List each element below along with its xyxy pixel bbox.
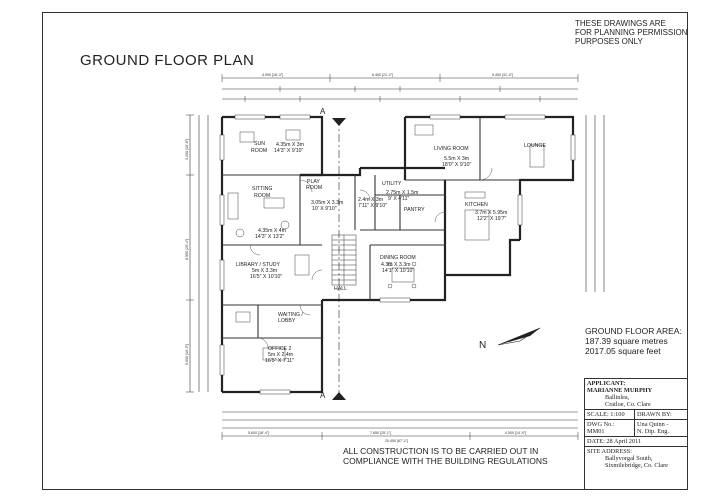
dim-bottom: 4.500 [14'-9"] [505,431,526,435]
drawing-sheet-border [42,12,688,490]
area-imperial: 2017.05 square feet [585,346,661,356]
floor-area: GROUND FLOOR AREA: 187.39 square metres … [585,326,682,356]
applicant-name: MARIANNE MURPHY [587,387,653,394]
sitting-room-size-imp: 14'3" X 13'2" [255,234,284,240]
toilet-size: 2.4m X 3m [358,197,383,203]
site-address-label: SITE ADDRESS: [587,448,632,455]
drawn-by-label: DRAWN BY: [637,411,672,418]
pantry-label: PANTRY [404,207,425,213]
dim-left: 5.000 [16'-5"] [185,344,189,365]
staircase [331,234,357,286]
applicant-address-1: Ballinlea, [605,394,630,401]
applicant-label: APPLICANT: [587,380,626,387]
dining-room-size: 4.3m X 3.3m [381,262,410,268]
dim-left: 8.950 [29'-4"] [185,239,189,260]
hall-label: HALL [334,286,347,292]
wall [222,115,324,177]
living-room-label: LIVING ROOM [434,146,469,152]
utility-size: 2.75m X 1.5m [386,190,418,196]
dim-bottom: 7.650 [25'-1"] [370,431,391,435]
date: DATE: 28 April 2011 [585,437,687,447]
section-marker-top: A [320,107,326,116]
notice-line: FOR PLANNING PERMISSION [575,28,688,37]
sitting-room-label-2: ROOM [254,193,270,199]
lounge-label: LOUNGE [524,143,546,149]
notice-line: THESE DRAWINGS ARE [575,19,666,28]
dim-bottom: 5.600 [18'-4"] [248,431,269,435]
notice-line: PURPOSES ONLY [575,37,643,46]
sitting-room-label: SITTING [252,186,272,192]
construction-note: ALL CONSTRUCTION IS TO BE CARRIED OUT IN… [343,446,573,466]
section-arrow [332,118,346,126]
office-label: OFFICE 2 [268,346,291,352]
drawing-number: DWG No.: MM01 [585,420,635,436]
north-arrow [497,327,541,346]
sitting-room-size: 4.35m X 4m [258,228,286,234]
section-marker-bottom: A [320,391,326,400]
area-metric: 187.39 square metres [585,336,668,346]
sun-room-size-imp: 14'3" X 9'10" [274,148,303,154]
office-size-imp: 16'5" X 7'11" [265,358,294,364]
applicant-section: APPLICANT: MARIANNE MURPHY Ballinlea, Cr… [585,379,687,410]
site-address-1: Ballyvorgal South, [605,455,653,462]
play-room-size: 3.05m X 3.3m [311,200,343,206]
waiting-label-2: LOBBY [278,318,296,324]
library-label: LIBRARY / STUDY [236,262,280,268]
play-room-label: PLAY [307,179,320,185]
toilet-size-imp: 7'11" X 9'10" [358,203,387,209]
dim-bottom-total: 20.450 [67'-1"] [385,439,408,443]
dining-room-size-imp: 14'1" X 10'10" [382,268,414,274]
construction-note-line: COMPLIANCE WITH THE BUILDING REGULATIONS [343,456,548,466]
sun-room-label: SUN [254,141,265,147]
north-label: N [479,340,486,351]
living-room-size-imp: 18'0" X 9'10" [442,162,471,168]
dim-top: 6.460 [21'-2"] [372,73,393,77]
sun-room-size: 4.35m X 3m [276,142,304,148]
dim-left: 3.200 [10'-6"] [185,139,189,160]
play-room-label-2: ROOM [306,185,322,191]
sun-room-label-2: ROOM [251,148,267,154]
plan-title: GROUND FLOOR PLAN [80,52,255,69]
dim-top: 4.950 [16'-3"] [262,73,283,77]
furniture [227,124,545,361]
library-size-imp: 16'5" X 10'10" [250,274,282,280]
library-size: 5m X 3.3m [252,268,277,274]
living-room-size: 5.5m X 3m [444,156,469,162]
planning-notice: THESE DRAWINGS ARE FOR PLANNING PERMISSI… [575,19,688,46]
dim-top: 9.450 [31'-0"] [492,73,513,77]
applicant-address-2: Cratloe, Co. Clare [605,401,651,408]
dimension-ticks [186,74,579,440]
dining-room-label: DINING ROOM [380,255,416,261]
play-room-size-imp: 10' X 9'10" [312,206,337,212]
utility-size-imp: 9' X 4'11" [388,196,409,202]
kitchen-label: KITCHEN [465,202,488,208]
waiting-label: WAITING / [278,312,303,318]
construction-note-line: ALL CONSTRUCTION IS TO BE CARRIED OUT IN [343,446,539,456]
utility-label: UTILITY [382,181,402,187]
scale: SCALE: 1:100 [585,410,635,419]
drawn-by-qualification: N. Dip. Eng. [637,428,670,435]
kitchen-size-imp: 12'2" X 19'7" [477,216,506,222]
area-heading: GROUND FLOOR AREA: [585,326,682,336]
kitchen-size: 3.7m X 5.95m [475,210,507,216]
title-block: APPLICANT: MARIANNE MURPHY Ballinlea, Cr… [584,378,688,490]
site-address-2: Sixmilebridge, Co. Clare [605,462,668,469]
drawn-by-name: Una Quinn - [637,421,669,428]
office-size: 5m X 2.4m [268,352,293,358]
